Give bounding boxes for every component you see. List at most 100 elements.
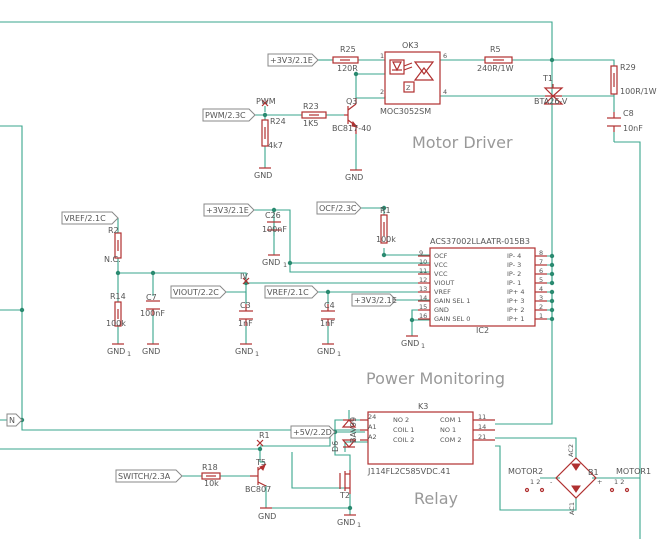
net-label-viout: VIOUT/2.2C	[170, 285, 227, 299]
section-title-relay: Relay	[414, 489, 458, 508]
svg-text:1 2: 1 2	[530, 478, 540, 486]
ic2-pin-number: 16	[419, 312, 427, 320]
ic2-pin-number: 6	[539, 267, 543, 275]
svg-text:10k: 10k	[204, 479, 219, 488]
svg-text:1: 1	[255, 350, 259, 358]
svg-text:2: 2	[380, 88, 384, 96]
resistor-r24: R24 4k7	[261, 117, 286, 150]
svg-text:GND: GND	[317, 347, 335, 356]
svg-text:R5: R5	[490, 45, 501, 54]
k3-pin-name: NO 2	[393, 416, 409, 424]
svg-text:100nF: 100nF	[140, 309, 165, 318]
svg-text:GND: GND	[262, 258, 280, 267]
ic2-pin-name: IP+ 3	[507, 297, 525, 305]
ic2-pin-name: GAIN SEL 1	[434, 297, 470, 305]
svg-text:BAV99: BAV99	[349, 417, 358, 443]
svg-text:B1: B1	[588, 468, 599, 477]
svg-text:Q3: Q3	[346, 97, 357, 106]
k3-pin-number: 11	[478, 413, 486, 421]
testpoint-pwm: PWM	[256, 97, 276, 107]
svg-text:120R: 120R	[337, 64, 358, 73]
net-label-vref-b: VREF/2.1C	[264, 285, 319, 299]
svg-text:+: +	[597, 478, 602, 486]
net-label-5v: +5V/2.2D	[290, 425, 336, 439]
svg-text:+3V3/2.1E: +3V3/2.1E	[206, 206, 249, 215]
svg-text:MOC3052SM: MOC3052SM	[380, 107, 431, 116]
ic2-pin-name: OCF	[434, 252, 448, 260]
connector-motor2: MOTOR2 1 2	[508, 467, 545, 493]
svg-text:C26: C26	[265, 211, 281, 220]
svg-text:10nF: 10nF	[623, 124, 643, 133]
gnd-symbol: GND	[345, 169, 363, 182]
svg-text:R2: R2	[108, 226, 119, 235]
mosfet-t2: T2	[339, 470, 351, 500]
net-label-ocf: OCF/2.3C	[316, 201, 362, 215]
svg-text:PWM/2.3C: PWM/2.3C	[205, 111, 246, 120]
ic2-pin-number: 10	[419, 258, 427, 266]
svg-text:1: 1	[357, 521, 361, 529]
gnd-symbol: GND 1	[107, 343, 131, 358]
resistor-r23: R23 1K5	[301, 102, 327, 128]
net-label-3v3-c: +3V3/2.1E	[351, 293, 397, 307]
ic2-pin-name: VCC	[434, 261, 448, 269]
svg-text:N.C.: N.C.	[104, 255, 121, 264]
svg-text:D6: D6	[331, 441, 340, 452]
ic2-pin-number: 15	[419, 303, 427, 311]
svg-text:1K5: 1K5	[303, 119, 318, 128]
svg-text:1 2: 1 2	[614, 478, 624, 486]
ic2-pin-name: GND	[434, 306, 449, 314]
gnd-symbol: GND	[258, 507, 276, 521]
testpoint-iv: IV	[240, 272, 250, 285]
ic2-pin-name: VREF	[434, 288, 451, 296]
k3-pin-name: COIL 1	[393, 426, 414, 434]
resistor-r2: R2 N.C.	[104, 226, 122, 264]
capacitor-c4: C4 1nF	[320, 301, 335, 328]
transistor-q3: Q3 BC817-40	[332, 97, 371, 134]
k3-pin-name: NO 1	[440, 426, 456, 434]
svg-text:1: 1	[127, 350, 131, 358]
ic2-pin-number: 13	[419, 285, 427, 293]
svg-text:MOTOR2: MOTOR2	[508, 467, 543, 476]
k3-pin-name: COIL 2	[393, 436, 414, 444]
ic2-pin-number: 9	[419, 249, 423, 257]
ic2-pin-number: 4	[539, 285, 543, 293]
svg-text:IV: IV	[240, 272, 248, 281]
section-title-motor-driver: Motor Driver	[412, 133, 513, 152]
capacitor-c8: C8 10nF	[607, 109, 643, 133]
svg-text:T5: T5	[255, 458, 266, 467]
svg-text:BTA26-V: BTA26-V	[534, 97, 568, 106]
svg-text:MOTOR1: MOTOR1	[616, 467, 651, 476]
ic2-pin-number: 8	[539, 249, 543, 257]
svg-text:VIOUT/2.2C: VIOUT/2.2C	[173, 288, 219, 297]
svg-text:+3V3/2.1E: +3V3/2.1E	[270, 56, 313, 65]
ic2-pin-name: VCC	[434, 270, 448, 278]
ic2-pin-name: GAIN SEL 0	[434, 315, 470, 323]
resistor-r1-relay: R1	[256, 431, 270, 447]
resistor-r14: R14 100k	[106, 292, 126, 328]
ic2-pin-number: 7	[539, 258, 543, 266]
svg-text:T1: T1	[542, 74, 553, 83]
svg-text:AC1: AC1	[568, 502, 576, 515]
gnd-symbol: GND 1	[235, 343, 259, 358]
svg-text:K3: K3	[418, 402, 428, 411]
svg-text:100k: 100k	[376, 235, 396, 244]
svg-text:GND: GND	[142, 347, 160, 356]
capacitor-c3: C3 1nF	[238, 301, 253, 328]
ic2-pin-number: 14	[419, 294, 427, 302]
svg-text:GND: GND	[258, 512, 276, 521]
svg-text:ACS37002LLAATR-015B3: ACS37002LLAATR-015B3	[430, 237, 530, 246]
svg-text:+3V3/2.1E: +3V3/2.1E	[354, 296, 397, 305]
gnd-symbol: GND	[254, 167, 272, 180]
bridge-rectifier-b1: B1 AC2 AC1 + -	[550, 444, 602, 515]
gnd-symbol: GND	[142, 343, 160, 356]
ic-ic2-acs37002: ACS37002LLAATR-015B3 IC2	[429, 237, 536, 335]
svg-text:Z: Z	[406, 84, 411, 92]
svg-text:R18: R18	[202, 463, 218, 472]
resistor-r18: R18 10k	[201, 463, 221, 488]
net-label-3v3-b: +3V3/2.1E	[203, 203, 255, 217]
k3-pin-number: 21	[478, 433, 486, 441]
svg-text:GND: GND	[254, 171, 272, 180]
svg-text:N: N	[9, 416, 15, 425]
k3-pin-number: A2	[368, 433, 377, 441]
svg-text:C8: C8	[623, 109, 634, 118]
